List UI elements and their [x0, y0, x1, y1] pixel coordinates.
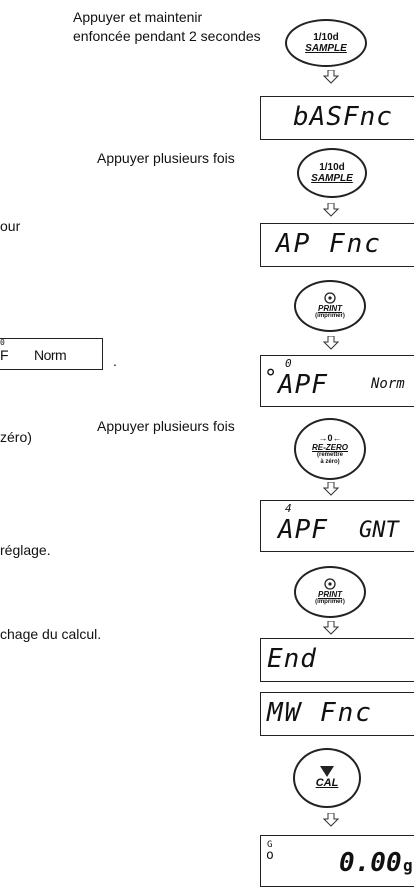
- display-basfnc: bASFnc: [260, 96, 414, 140]
- display-final-mark-top: G: [267, 840, 273, 850]
- display-apf-gnt-digit: 4: [285, 502, 292, 515]
- rezero-button-line2: RE-ZERO: [312, 442, 348, 452]
- down-arrow-icon: [323, 336, 339, 350]
- instruction-hold-line2: enfoncée pendant 2 secondes: [73, 28, 261, 44]
- instruction-press-repeatedly-2: Appuyer plusieurs fois: [97, 418, 235, 434]
- triangle-down-icon: [320, 766, 334, 777]
- rezero-button[interactable]: →0← RE-ZERO (remettre à zéro): [294, 418, 366, 480]
- display-mwfnc-text: MW Fnc: [267, 698, 373, 728]
- display-apf-norm-digit: 0: [285, 357, 292, 370]
- display-basfnc-text: bASFnc: [293, 102, 393, 132]
- display-apf-gnt: 4 APF GNT: [260, 500, 414, 552]
- sample-button-2-line1: 1/10d: [319, 162, 345, 173]
- display-apf-norm-label: APF: [278, 370, 328, 400]
- text-fragment-zero: zéro): [0, 429, 32, 445]
- inline-display-prefix: F: [0, 347, 9, 363]
- display-apfnc-text: AP Fnc: [276, 229, 382, 259]
- display-apf-gnt-label: APF: [278, 515, 328, 545]
- sample-button-2-line2: SAMPLE: [311, 173, 353, 184]
- down-arrow-icon: [323, 203, 339, 217]
- sample-button-line1: 1/10d: [313, 32, 339, 43]
- print-circle-icon: [324, 578, 336, 590]
- rezero-button-line4: à zéro): [320, 458, 340, 465]
- sample-button-line2: SAMPLE: [305, 43, 347, 54]
- rezero-button-line3: (remettre: [316, 451, 343, 458]
- down-arrow-icon: [323, 482, 339, 496]
- display-final-value: 0.00: [339, 848, 402, 878]
- display-final-unit: g: [403, 856, 413, 875]
- display-final-mark-bottom: o: [266, 848, 274, 863]
- display-apf-norm-dot: °: [264, 366, 278, 391]
- sample-button-2[interactable]: 1/10d SAMPLE: [297, 148, 367, 198]
- print-button-2-line1: PRINT: [318, 590, 342, 599]
- print-button-line2: (imprimer): [315, 313, 345, 319]
- arrows-inward-icon: →0←: [318, 432, 342, 443]
- inline-display-box: 0 F Norm: [0, 338, 103, 370]
- display-end-text: End: [267, 644, 317, 674]
- instruction-press-repeatedly-1: Appuyer plusieurs fois: [97, 150, 235, 166]
- display-apfnc: AP Fnc: [260, 223, 414, 267]
- instruction-hold-line1: Appuyer et maintenir: [73, 9, 203, 25]
- inline-display-value: Norm: [34, 347, 67, 363]
- print-button-1[interactable]: PRINT (imprimer): [294, 280, 366, 332]
- print-button-2[interactable]: PRINT (imprimer): [294, 566, 366, 618]
- text-fragment-period: .: [113, 353, 117, 369]
- display-apf-gnt-value: GNT: [359, 518, 399, 543]
- sample-button-1[interactable]: 1/10d SAMPLE: [285, 19, 367, 67]
- text-fragment-calcul: chage du calcul.: [0, 626, 102, 642]
- display-mwfnc: MW Fnc: [260, 692, 414, 736]
- print-button-line1: PRINT: [318, 304, 342, 313]
- cal-button-label: CAL: [315, 777, 339, 789]
- print-circle-icon: [324, 292, 336, 304]
- text-fragment-reglage: réglage.: [0, 542, 51, 558]
- down-arrow-icon: [323, 813, 339, 827]
- display-end: End: [260, 638, 414, 682]
- display-apf-norm-value: Norm: [371, 376, 405, 392]
- print-button-2-line2: (imprimer): [315, 599, 345, 605]
- text-fragment-pour: our: [0, 218, 21, 234]
- display-apf-norm: ° 0 APF Norm: [260, 355, 414, 407]
- down-arrow-icon: [323, 621, 339, 635]
- display-final: G o 0.00 g: [260, 835, 414, 887]
- inline-display-num: 0: [0, 338, 5, 347]
- cal-button[interactable]: CAL: [293, 748, 361, 808]
- down-arrow-icon: [323, 70, 339, 84]
